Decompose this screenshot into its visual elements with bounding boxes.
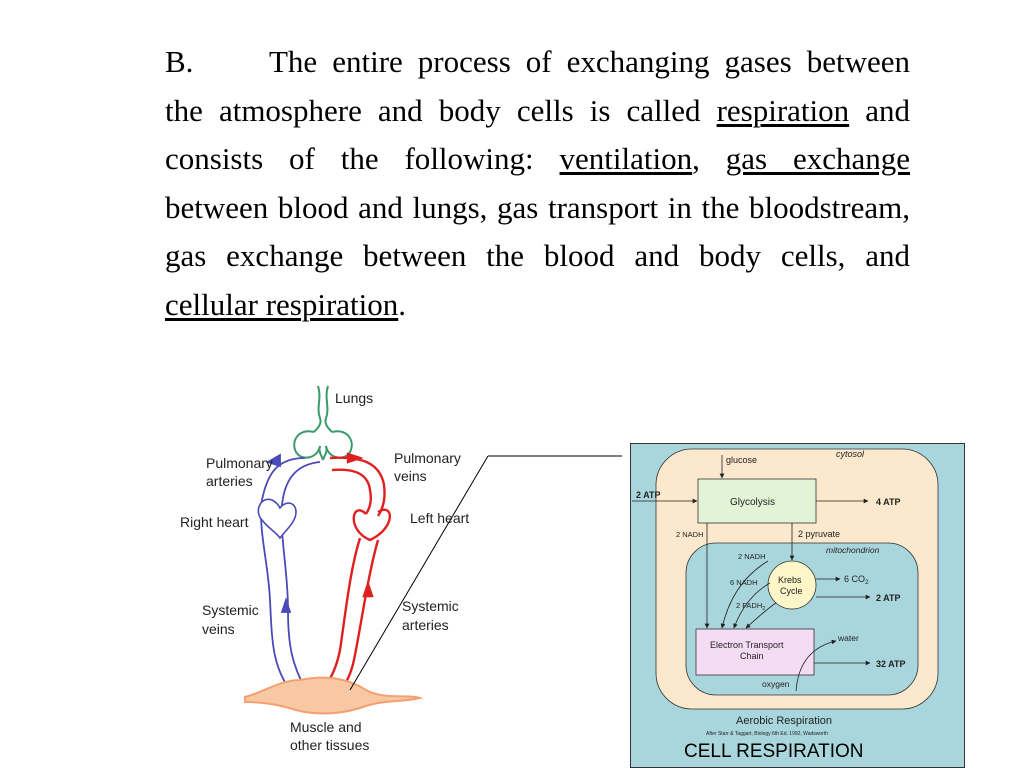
- label-fadh: 2 FADH2: [736, 601, 765, 612]
- label-atp-in: 2 ATP: [636, 490, 661, 500]
- term-ventilation: ventilation: [559, 141, 693, 177]
- label-etc-1: Electron Transport: [710, 640, 784, 650]
- label-krebs-2: Cycle: [780, 586, 803, 596]
- etc-box: [695, 628, 815, 676]
- cell-respiration-caption: CELL RESPIRATION: [684, 741, 864, 762]
- label-water: water: [837, 633, 859, 643]
- lungs-shape: [293, 385, 353, 461]
- glycolysis-box: [697, 478, 817, 524]
- label-right-heart: Right heart: [180, 514, 249, 530]
- label-systemic-arteries-2: arteries: [402, 617, 449, 633]
- tissue-shape: [244, 676, 424, 715]
- label-pulmonary-veins-1: Pulmonary: [394, 450, 461, 466]
- label-muscle-1: Muscle and: [290, 719, 362, 735]
- label-nadh-2: 2 NADH: [738, 552, 766, 561]
- term-cellular-respiration: cellular respiration: [165, 286, 399, 322]
- label-pulmonary-veins-2: veins: [394, 468, 427, 484]
- systemic-veins-path: [260, 453, 321, 691]
- paragraph-text-4: between blood and lungs, gas transport i…: [165, 189, 910, 274]
- cell-respiration-panel: cytosol glucose Glycolysis 2 ATP 4 ATP 2…: [630, 443, 965, 768]
- label-glycolysis: Glycolysis: [730, 497, 775, 508]
- label-pulmonary-arteries-1: Pulmonary: [206, 455, 273, 471]
- right-heart-shape: [257, 498, 297, 540]
- label-systemic-veins-1: Systemic: [202, 602, 259, 618]
- paragraph-text-2: and consists of the following:: [165, 92, 910, 177]
- label-left-heart: Left heart: [410, 510, 469, 526]
- term-respiration: respiration: [716, 92, 850, 128]
- callout-line: [349, 455, 489, 691]
- diagram-title: Aerobic Respiration: [736, 715, 832, 727]
- section-label: B.: [165, 44, 194, 79]
- label-atp-glycolysis: 4 ATP: [876, 497, 901, 507]
- diagram-source: After Starr & Taggart, Biology 6th Ed. 1…: [706, 731, 828, 737]
- flow-arrows: [632, 455, 871, 692]
- label-pulmonary-arteries-2: arteries: [206, 473, 253, 489]
- circulation-diagram: Lungs Pulmonary arteries Pulmonary veins…: [180, 385, 622, 753]
- label-glucose: glucose: [726, 455, 757, 465]
- label-cytosol: cytosol: [836, 449, 865, 459]
- label-systemic-veins-2: veins: [202, 621, 235, 637]
- paragraph-text-3: ,: [692, 141, 726, 177]
- label-lungs: Lungs: [335, 390, 373, 406]
- term-gas-exchange: gas exchange: [725, 141, 910, 177]
- paragraph-text-5: .: [398, 286, 407, 322]
- label-mitochondrion: mitochondrion: [826, 545, 880, 555]
- label-krebs-1: Krebs: [778, 575, 802, 585]
- label-atp-etc: 32 ATP: [876, 659, 906, 669]
- cell-respiration-diagram: cytosol glucose Glycolysis 2 ATP 4 ATP 2…: [630, 443, 965, 768]
- label-nadh-glycolysis: 2 NADH: [676, 530, 704, 539]
- label-pyruvate: 2 pyruvate: [798, 529, 840, 539]
- label-muscle-2: other tissues: [290, 737, 369, 753]
- label-systemic-arteries-1: Systemic: [402, 598, 459, 614]
- label-co2: 6 CO2: [844, 574, 869, 586]
- krebs-cycle-circle: [767, 560, 817, 610]
- label-oxygen: oxygen: [762, 679, 790, 689]
- body-paragraph: B.The entire process of exchanging gases…: [165, 38, 910, 330]
- systemic-arteries-path: [321, 452, 392, 695]
- label-atp-krebs: 2 ATP: [876, 593, 901, 603]
- paragraph-text-1: The entire process of exchanging gases b…: [165, 44, 910, 128]
- label-etc-2: Chain: [740, 651, 764, 661]
- label-nadh-6: 6 NADH: [730, 578, 758, 587]
